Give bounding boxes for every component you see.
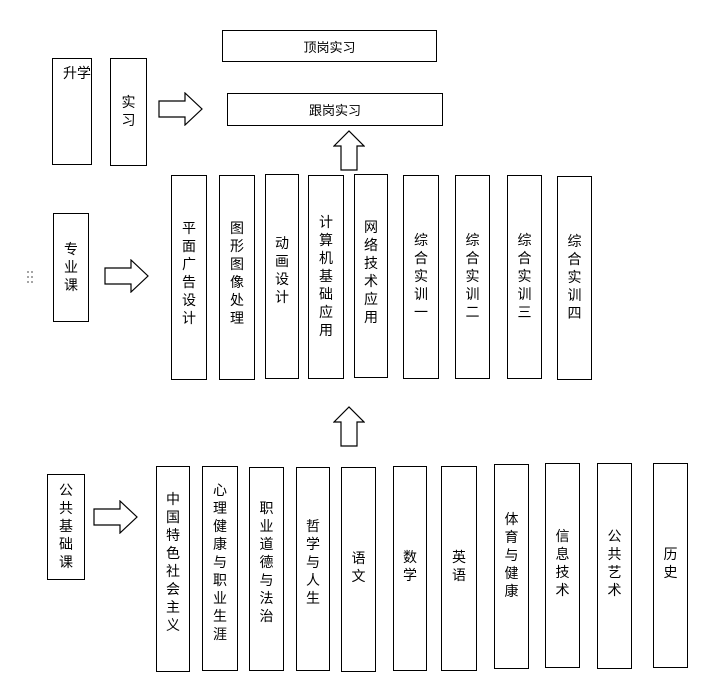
- course-label: 职业道德与法治: [259, 501, 274, 625]
- zhuanye-label: 专业课: [64, 241, 78, 294]
- course-label: 历史: [663, 547, 678, 581]
- public-course-box-shuxue: 数学: [393, 466, 427, 671]
- public-course-box-lishi: 历史: [653, 463, 688, 668]
- course-label: 心理健康与职业生涯: [213, 483, 227, 643]
- public-course-box-xinli: 心理健康与职业生涯: [202, 466, 238, 671]
- arrow-up-icon: [333, 130, 365, 171]
- public-course-box-xinxi: 信息技术: [545, 463, 580, 668]
- gonggong-box: 公共基础课: [47, 474, 85, 580]
- public-course-box-yingyu: 英语: [441, 466, 477, 671]
- course-box-tuxing: 图形图像处理: [219, 175, 255, 380]
- arrow-right-icon: [104, 259, 149, 293]
- course-label: 英语: [452, 550, 466, 584]
- course-label: 哲学与人生: [306, 519, 320, 607]
- shixi-label: 实习: [121, 95, 136, 129]
- course-label: 综合实训二: [465, 233, 480, 321]
- public-course-box-tiyu: 体育与健康: [494, 464, 529, 669]
- course-label: 综合实训三: [517, 233, 532, 321]
- public-course-box-zhexue: 哲学与人生: [296, 467, 330, 671]
- course-box-jisuanji: 计算机基础应用: [308, 175, 344, 379]
- public-course-box-yuwen: 语文: [341, 467, 376, 672]
- course-label: 动画设计: [275, 236, 289, 306]
- course-label: 综合实训四: [567, 234, 582, 322]
- public-course-box-zhongguo: 中国特色社会主义: [156, 466, 190, 672]
- arrow-right-icon: [93, 500, 138, 534]
- drag-handle-icon[interactable]: [26, 270, 34, 284]
- shengxue-label: 升学: [63, 66, 91, 82]
- course-box-donghua: 动画设计: [265, 174, 299, 379]
- course-label: 公共艺术: [607, 529, 622, 599]
- gengang-internship-box: 跟岗实习: [227, 93, 443, 126]
- dinggang-internship-label: 顶岗实习: [303, 40, 356, 56]
- course-box-shixun1: 综合实训一: [403, 175, 439, 379]
- arrow-right-icon: [158, 92, 203, 126]
- course-box-shixun4: 综合实训四: [557, 176, 592, 380]
- course-box-wangluo: 网络技术应用: [354, 174, 388, 378]
- course-box-shixun2: 综合实训二: [455, 175, 490, 379]
- public-course-box-zhiye: 职业道德与法治: [249, 467, 284, 671]
- course-label: 平面广告设计: [182, 221, 196, 327]
- gonggong-label: 公共基础课: [59, 483, 73, 571]
- course-label: 信息技术: [555, 529, 570, 599]
- course-box-pingmian: 平面广告设计: [171, 175, 207, 380]
- public-course-box-yishu: 公共艺术: [597, 463, 632, 669]
- course-label: 语文: [351, 551, 366, 585]
- course-label: 中国特色社会主义: [166, 492, 180, 634]
- gengang-internship-label: 跟岗实习: [308, 104, 361, 119]
- course-label: 数学: [403, 550, 417, 584]
- shixi-box: 实习: [110, 58, 147, 166]
- course-label: 体育与健康: [504, 512, 519, 600]
- course-label: 网络技术应用: [364, 220, 378, 326]
- dinggang-internship-box: 顶岗实习: [222, 30, 437, 62]
- arrow-up-icon: [333, 406, 365, 447]
- zhuanye-box: 专业课: [53, 213, 89, 322]
- course-box-shixun3: 综合实训三: [507, 175, 542, 379]
- course-label: 计算机基础应用: [319, 215, 333, 339]
- course-label: 图形图像处理: [230, 221, 244, 327]
- shengxue-box: 升学: [52, 58, 92, 165]
- course-label: 综合实训一: [414, 233, 428, 321]
